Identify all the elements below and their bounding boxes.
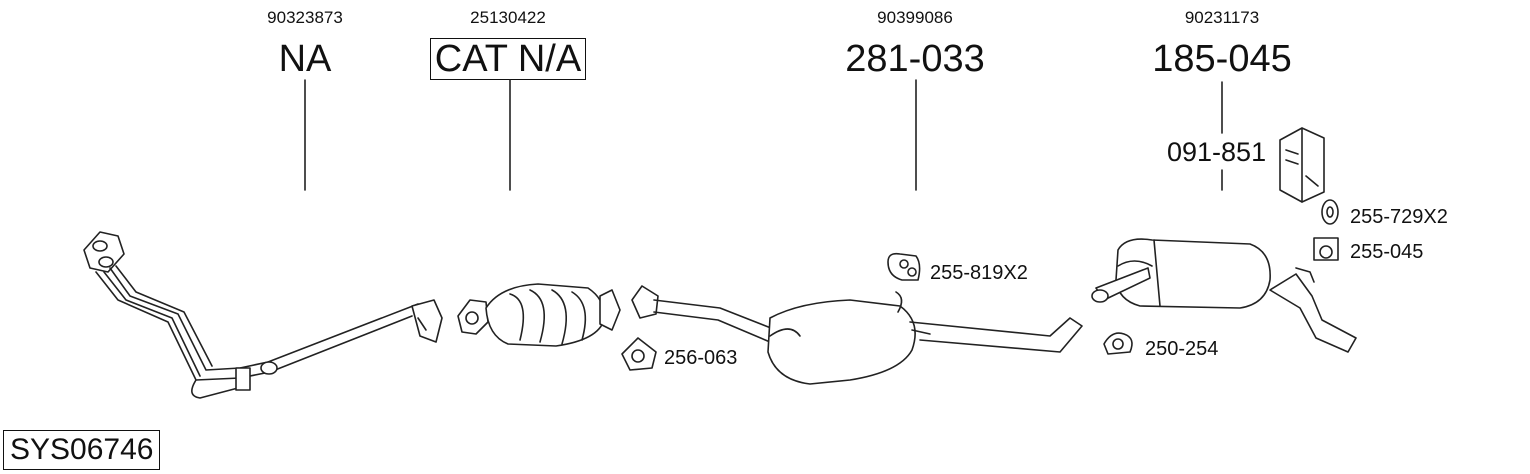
system-code: SYS06746 <box>3 430 161 470</box>
fitting-kit-label[interactable]: 091-851 <box>1167 137 1267 167</box>
accessory-label-rubber-hanger[interactable]: 255-729X2 <box>1350 206 1448 228</box>
oe-number-rear-silencer: 90231173 <box>1184 8 1260 27</box>
oe-number-front-pipe: 90323873 <box>267 8 343 27</box>
accessory-label-bracket[interactable]: 255-045 <box>1350 241 1424 263</box>
fitting-kit-icon <box>1279 127 1325 203</box>
part-number-catalyst-wrap: CAT N/A <box>358 38 658 81</box>
accessory-label-clamp[interactable]: 250-254 <box>1145 338 1219 360</box>
mounting-bracket-icon <box>1313 237 1339 261</box>
accessory-label-gasket[interactable]: 256-063 <box>664 347 738 369</box>
front-pipe-drawing <box>83 231 443 399</box>
pipe-clamp-icon <box>1103 332 1133 355</box>
part-number-catalyst[interactable]: CAT N/A <box>429 38 587 80</box>
rubber-mount-icon <box>887 252 921 281</box>
accessory-label-rubber-mount[interactable]: 255-819X2 <box>930 262 1028 284</box>
part-number-rear-silencer[interactable]: 185-045 <box>1152 38 1292 80</box>
part-number-front-pipe[interactable]: NA <box>278 38 332 80</box>
rubber-hanger-icon <box>1321 199 1339 225</box>
oe-number-centre-silencer: 90399086 <box>877 8 953 27</box>
oe-number-catalyst: 25130422 <box>470 8 546 27</box>
gasket-icon <box>621 337 657 371</box>
catalyst-drawing <box>457 283 621 347</box>
rear-silencer-drawing <box>1091 238 1357 353</box>
part-number-centre-silencer[interactable]: 281-033 <box>845 38 985 80</box>
centre-silencer-drawing <box>631 285 1083 385</box>
